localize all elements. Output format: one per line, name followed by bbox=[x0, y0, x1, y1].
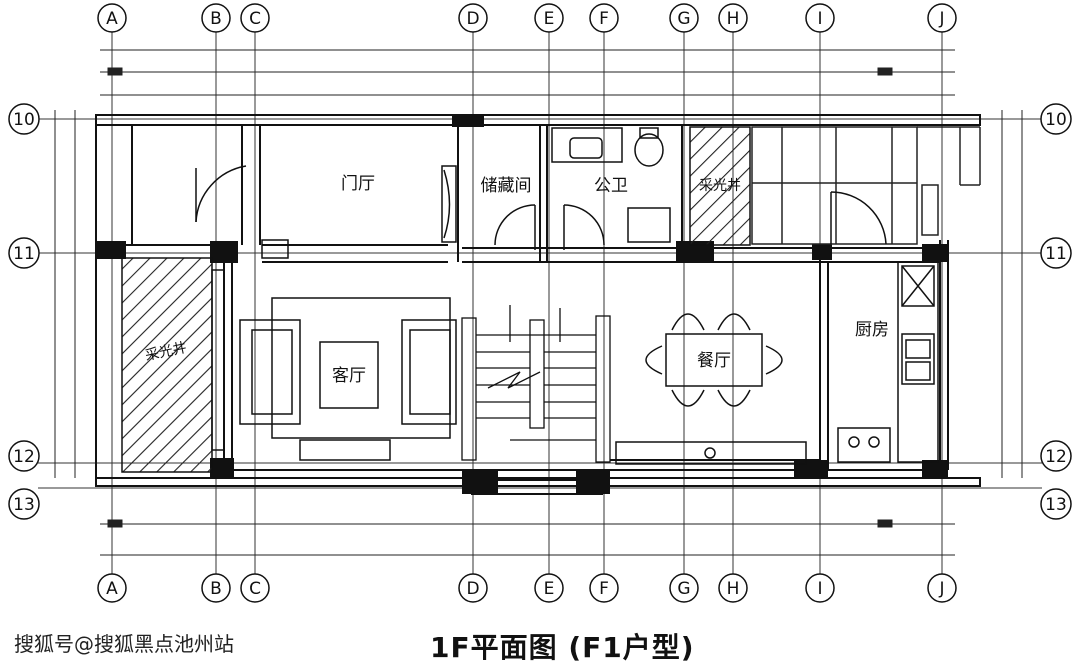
dimension-lines bbox=[54, 49, 1023, 556]
col-label-bottom: C bbox=[249, 579, 261, 599]
col-label-top: E bbox=[544, 9, 555, 29]
col-label-bottom: A bbox=[106, 579, 118, 599]
col-label-top: G bbox=[677, 9, 690, 29]
room-labels: 门厅 储藏间 公卫 采光井 采光井 客厅 餐厅 厨房 bbox=[144, 174, 889, 386]
room-label-bathroom: 公卫 bbox=[594, 176, 628, 196]
col-label-bottom: G bbox=[677, 579, 690, 599]
row-label-left: 10 bbox=[13, 110, 35, 130]
living-furniture bbox=[211, 269, 457, 461]
lightwell-left-hatch bbox=[121, 257, 213, 473]
col-label-top: J bbox=[938, 9, 944, 29]
dining-furniture bbox=[615, 313, 807, 465]
col-label-top: A bbox=[106, 9, 118, 29]
doors bbox=[195, 165, 887, 259]
grid-bubbles-bottom bbox=[97, 573, 957, 603]
col-label-top: B bbox=[210, 9, 222, 29]
grid-bubbles-side bbox=[8, 103, 1072, 520]
col-label-bottom: F bbox=[599, 579, 609, 599]
room-label-foyer: 门厅 bbox=[341, 174, 375, 194]
row-label-right: 10 bbox=[1045, 110, 1067, 130]
col-label-bottom: E bbox=[544, 579, 555, 599]
row-label-left: 11 bbox=[13, 244, 35, 264]
row-label-right: 13 bbox=[1045, 495, 1067, 515]
room-label-lightwell-top: 采光井 bbox=[699, 178, 741, 194]
staircase bbox=[461, 305, 611, 463]
col-label-bottom: D bbox=[466, 579, 479, 599]
room-label-kitchen: 厨房 bbox=[855, 320, 889, 340]
col-label-bottom: H bbox=[727, 579, 740, 599]
grid-bubbles-top bbox=[97, 3, 957, 33]
lightwell-top-hatch bbox=[689, 126, 751, 246]
grid-axis-lines bbox=[38, 32, 1042, 578]
room-label-dining: 餐厅 bbox=[697, 351, 731, 371]
drawing-title: 1F平面图 (F1户型) bbox=[430, 631, 695, 664]
room-label-storage: 储藏间 bbox=[481, 176, 532, 196]
col-label-top: I bbox=[817, 9, 822, 29]
row-label-left: 13 bbox=[13, 495, 35, 515]
room-label-living: 客厅 bbox=[332, 366, 366, 386]
kitchen-fixtures bbox=[837, 261, 939, 463]
col-label-bottom: I bbox=[817, 579, 822, 599]
col-label-top: F bbox=[599, 9, 609, 29]
glazing-grid bbox=[751, 126, 981, 245]
row-label-left: 12 bbox=[13, 447, 35, 467]
watermark-text: 搜狐号@搜狐黑点池州站 bbox=[14, 632, 234, 656]
col-label-top: H bbox=[727, 9, 740, 29]
row-label-right: 12 bbox=[1045, 447, 1067, 467]
col-label-top: D bbox=[466, 9, 479, 29]
col-label-bottom: B bbox=[210, 579, 222, 599]
structural-columns bbox=[96, 115, 948, 494]
col-label-bottom: J bbox=[938, 579, 944, 599]
row-label-right: 11 bbox=[1045, 244, 1067, 264]
grid-labels: A B C D E F G H I J A B C D E F G H I J … bbox=[13, 9, 1067, 599]
col-label-top: C bbox=[249, 9, 261, 29]
bathroom-fixtures bbox=[551, 127, 671, 243]
